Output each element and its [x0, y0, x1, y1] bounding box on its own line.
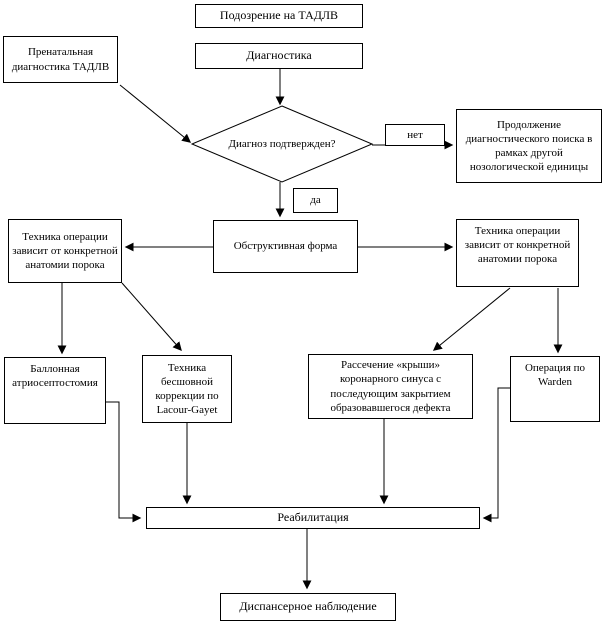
node-technique-left: Техника операции зависит от конкретной а…	[8, 219, 122, 283]
node-warden-operation: Операция по Warden	[510, 356, 600, 422]
edge-label-no-text: нет	[407, 128, 423, 141]
decision-diamond	[190, 105, 374, 183]
node-continue-search: Продолжение диагностического поиска в ра…	[456, 109, 602, 183]
node-rehabilitation-label: Реабилитация	[277, 510, 349, 525]
node-suspicion-label: Подозрение на ТАДЛВ	[219, 8, 339, 23]
node-dispensary-observation: Диспансерное наблюдение	[220, 593, 396, 621]
node-sutureless-label: Техника бесшовной коррекции по Lacour-Ga…	[155, 361, 219, 417]
edge-label-yes: да	[293, 188, 338, 213]
node-balloon-atrioseptostomy: Баллонная атриосептостомия	[4, 357, 106, 424]
node-obstructive-form: Обструктивная форма	[213, 220, 358, 273]
edge-balloon-to-rehab	[104, 401, 142, 523]
edge-warden-to-rehab	[482, 387, 510, 523]
edge-techright-to-roof	[432, 287, 511, 351]
node-dispensary-label: Диспансерное наблюдение	[239, 599, 377, 614]
node-continue-search-label: Продолжение диагностического поиска в ра…	[465, 118, 593, 174]
node-diagnostics: Диагностика	[195, 43, 363, 69]
edge-label-no: нет	[385, 124, 445, 146]
edge-prenatal-to-decision	[119, 84, 192, 143]
node-decision: Диагноз подтвержден?	[227, 125, 337, 163]
edge-techleft-to-sutureless	[121, 282, 182, 352]
node-decision-label: Диагноз подтвержден?	[228, 137, 336, 150]
node-roof-incision-label: Рассечение «крыши» коронарного синуса с …	[330, 359, 451, 414]
node-warden-label: Операция по Warden	[524, 362, 586, 389]
node-technique-right: Техника операции зависит от конкретной а…	[456, 219, 579, 287]
edge-label-yes-text: да	[310, 194, 321, 207]
node-sutureless-correction: Техника бесшовной коррекции по Lacour-Ga…	[142, 355, 232, 423]
node-suspicion: Подозрение на ТАДЛВ	[195, 4, 363, 28]
node-rehabilitation: Реабилитация	[146, 507, 480, 529]
node-technique-right-label: Техника операции зависит от конкретной а…	[464, 225, 571, 266]
node-roof-incision: Рассечение «крыши» коронарного синуса с …	[308, 354, 473, 419]
node-prenatal-label: Пренатальная диагностика ТАДЛВ	[11, 46, 110, 73]
node-balloon-label: Баллонная атриосептостомия	[12, 363, 98, 390]
node-technique-left-label: Техника операции зависит от конкретной а…	[12, 230, 118, 272]
node-prenatal-diagnostics: Пренатальная диагностика ТАДЛВ	[3, 36, 118, 83]
node-diagnostics-label: Диагностика	[246, 48, 312, 63]
node-obstructive-form-label: Обструктивная форма	[233, 240, 338, 253]
